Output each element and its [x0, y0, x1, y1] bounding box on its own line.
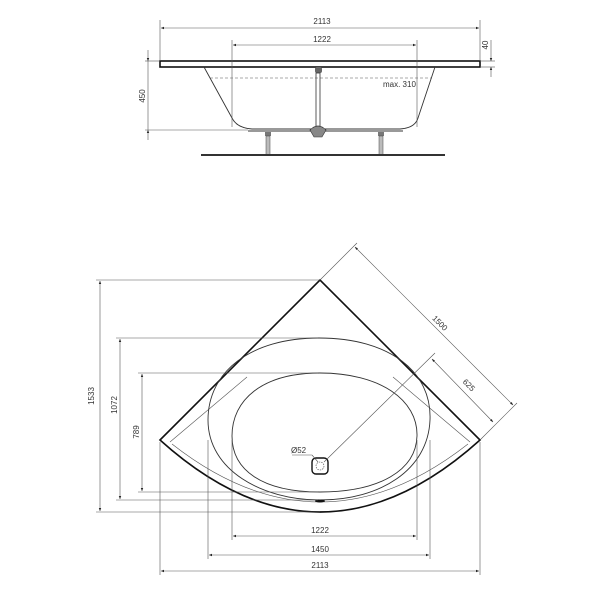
drain-pipe: [309, 67, 327, 138]
dim-rim-thickness: 40: [481, 40, 490, 49]
dim-side-length: 1500: [430, 314, 449, 333]
dim-outer-basin-depth: 1072: [110, 396, 119, 414]
dim-overall-width: 2113: [311, 561, 329, 570]
support-legs: [265, 132, 384, 156]
drain-diameter-label: Ø52: [291, 446, 307, 455]
dim-overall-length: 2113: [313, 17, 331, 26]
tub-basin: [203, 66, 436, 130]
dim-inner-basin-depth: 789: [132, 425, 141, 439]
side-view: 2113 1222 450 40 max. 310: [138, 17, 495, 156]
water-level-label: max. 310: [383, 80, 416, 89]
tub-rim: [159, 60, 481, 68]
outer-basin: [207, 337, 431, 501]
dim-line-625: [431, 358, 494, 423]
dim-inner-width: 1222: [311, 526, 329, 535]
drain-icon: [311, 457, 329, 475]
plan-view: Ø52 1500 625 1533 1072 789 1222 1450: [87, 242, 518, 575]
dim-height: 450: [138, 89, 147, 103]
inner-basin: [231, 372, 418, 493]
dim-overall-depth: 1533: [87, 387, 96, 405]
dim-inner-length: 1222: [313, 35, 331, 44]
dim-outer-basin-width: 1450: [311, 545, 329, 554]
dim-line-1500: [354, 246, 514, 406]
